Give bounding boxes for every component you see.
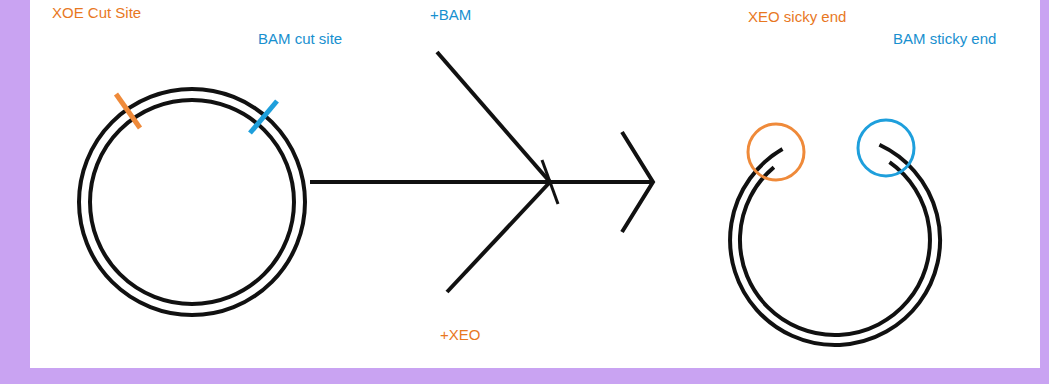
junction-mark [542, 160, 558, 204]
cut-site-label: XOE Cut Site [52, 4, 141, 22]
enzyme-label: +BAM [430, 6, 471, 24]
xeo-input-line [447, 182, 550, 292]
bam-cut-mark [250, 101, 277, 133]
xoe-cut-mark [116, 94, 140, 128]
reaction-arrow [310, 180, 652, 184]
white-panel [30, 0, 1040, 368]
arrow-head [622, 132, 653, 232]
enzyme-label: +XEO [440, 326, 480, 344]
bam-input-line [437, 52, 550, 182]
sticky-end-label: BAM sticky end [893, 30, 996, 48]
plasmid-inner-strand [90, 100, 294, 304]
cut-site-label: BAM cut site [258, 30, 342, 48]
bam-end-highlight [858, 120, 914, 176]
xeo-end-highlight [748, 124, 804, 180]
sticky-end-label: XEO sicky end [748, 8, 846, 26]
plasmid-outer-strand [79, 89, 305, 315]
cut-inner-strand [740, 162, 930, 335]
